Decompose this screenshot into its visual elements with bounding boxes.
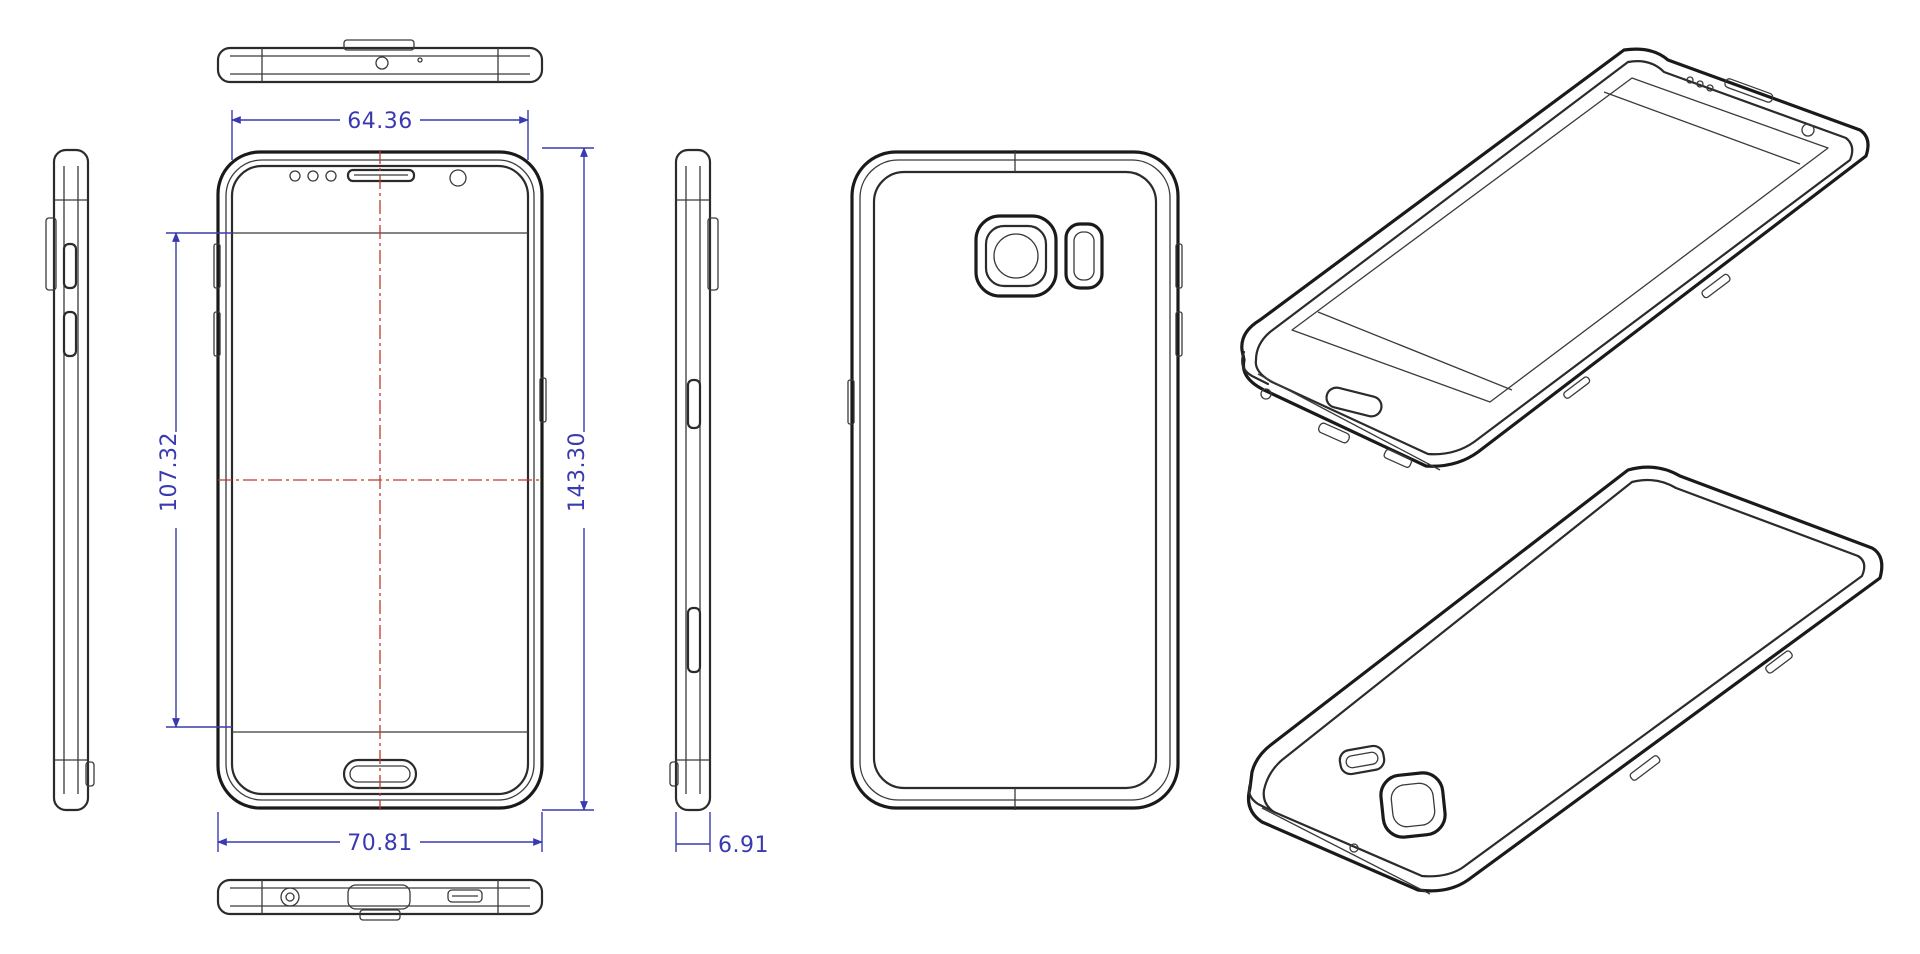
dimension-thickness: 6.91 bbox=[675, 812, 769, 858]
dimension-inner-width: 64.36 bbox=[231, 108, 529, 160]
bottom-edge-view bbox=[216, 878, 544, 921]
isometric-back-view bbox=[1246, 465, 1884, 895]
dimension-label-outer-width: 70.81 bbox=[347, 831, 412, 856]
dimension-label-outer-height: 143.30 bbox=[565, 432, 590, 512]
isometric-front-view bbox=[1240, 47, 1870, 471]
left-side-view bbox=[45, 148, 95, 812]
dimension-label-inner-width: 64.36 bbox=[347, 109, 412, 134]
dimension-inner-height: 107.32 bbox=[157, 232, 232, 728]
dimension-outer-width: 70.81 bbox=[217, 812, 543, 856]
front-view bbox=[213, 150, 547, 810]
back-view bbox=[847, 150, 1183, 810]
dimension-label-inner-height: 107.32 bbox=[157, 432, 182, 512]
dimension-outer-height: 143.30 bbox=[542, 147, 598, 811]
right-side-view bbox=[669, 148, 719, 812]
dimension-label-thickness: 6.91 bbox=[718, 833, 769, 858]
top-edge-view bbox=[216, 39, 544, 84]
